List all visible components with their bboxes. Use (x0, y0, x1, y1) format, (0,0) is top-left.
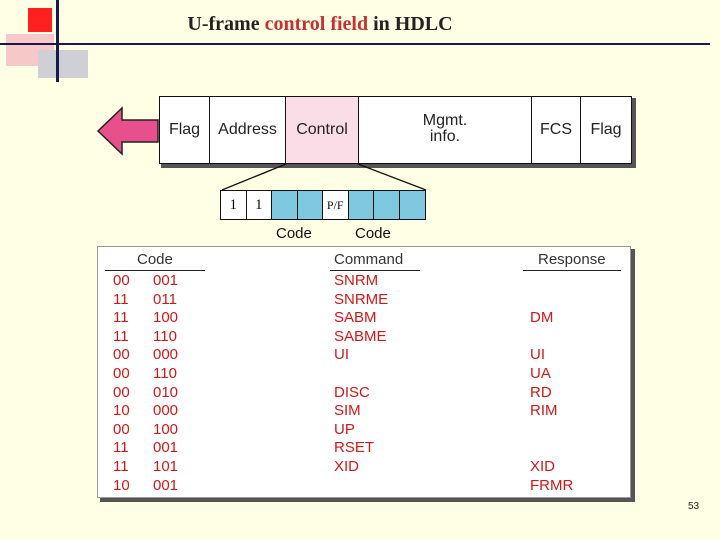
title-text-1: U-frame (187, 13, 265, 35)
frame-field-fcs: FCS (532, 97, 581, 163)
row-code-a: 10 (113, 402, 130, 420)
header-response-rule (523, 270, 621, 272)
row-code-a: 00 (113, 420, 130, 438)
row-response: UA (530, 365, 551, 382)
row-code-b: 001 (153, 476, 179, 494)
row-code-b: 101 (153, 458, 179, 475)
frame-field-flag-end: Flag (590, 121, 622, 138)
bit-code-a1 (272, 191, 298, 219)
frame-field-address: Address (210, 97, 286, 163)
bit-2: 1 (247, 191, 272, 219)
row-code-a: 11 (113, 309, 129, 327)
direction-arrow-icon (96, 106, 159, 156)
row-code-b: 010 (153, 383, 179, 401)
row-command: SABME (334, 327, 387, 345)
row-command: UP (334, 420, 355, 438)
page-number: 53 (688, 501, 700, 512)
hdlc-frame: Flag Address Control Mgmt. info. FCS Fla… (159, 96, 632, 164)
row-command: DISC (334, 383, 370, 401)
row-code-a: 11 (113, 327, 129, 345)
corner-red-square (28, 8, 52, 32)
row-code-b: 110 (153, 365, 177, 382)
header-code: Code (137, 251, 173, 268)
bit-code-a2 (297, 191, 323, 219)
code-label-1: Code (276, 225, 312, 242)
control-bits: 1 1 P/F (220, 190, 426, 220)
title-text-2: in HDLC (368, 13, 453, 35)
code-label-2: Code (355, 225, 391, 242)
row-code-b: 011 (153, 290, 177, 308)
slide-title: U-frame control field in HDLC (0, 13, 640, 36)
header-command-rule (330, 270, 420, 272)
header-code-rule (105, 270, 205, 272)
row-code-b: 100 (153, 420, 179, 438)
table-shadow-right (631, 249, 635, 501)
corner-grey-square (38, 50, 88, 78)
row-command: UI (334, 346, 349, 364)
row-code-a: 00 (113, 346, 130, 364)
row-response: XID (530, 458, 556, 475)
row-code-b: 110 (153, 327, 177, 345)
bit-code-b3 (399, 191, 425, 219)
row-code-a: 10 (113, 476, 130, 494)
title-rule-line (0, 43, 710, 45)
row-code-b: 001 (153, 439, 179, 457)
frame-field-mgmt-info: Mgmt. info. (359, 97, 532, 163)
header-command: Command (334, 251, 404, 268)
row-code-a: 00 (113, 383, 130, 401)
row-code-a: 00 (113, 272, 130, 289)
table-shadow-bottom (100, 498, 635, 502)
frame-field-control: Control (286, 97, 359, 163)
header-response: Response (538, 251, 606, 268)
row-code-b: 001 (153, 272, 179, 289)
row-code-b: 100 (153, 309, 179, 327)
row-response: FRMR (530, 476, 574, 494)
row-code-b: 000 (153, 402, 179, 420)
frame-shadow-bottom (161, 164, 636, 168)
row-command: RSET (334, 439, 375, 457)
bit-pf: P/F (323, 191, 349, 219)
row-code-a: 11 (113, 458, 129, 475)
row-code-a: 11 (113, 290, 129, 308)
row-command: SNRM (334, 272, 379, 289)
corner-vertical-line (56, 0, 59, 82)
bit-code-b2 (374, 191, 400, 219)
row-response: DM (530, 309, 554, 327)
row-code-b: 000 (153, 346, 179, 364)
bit-1: 1 (221, 191, 247, 219)
row-code-a: 00 (113, 365, 130, 382)
u-frame-table (97, 246, 631, 498)
title-highlight: control field (264, 13, 369, 35)
row-command: XID (334, 458, 360, 475)
row-response: UI (530, 346, 545, 364)
row-response: RD (530, 383, 552, 401)
row-response: RIM (530, 402, 558, 420)
frame-field-flag-start: Flag (160, 97, 210, 163)
row-command: SABM (334, 309, 377, 327)
bit-code-b1 (348, 191, 374, 219)
row-command: SNRME (334, 290, 389, 308)
frame-shadow-right (632, 98, 636, 168)
row-code-a: 11 (113, 439, 129, 457)
row-command: SIM (334, 402, 361, 420)
